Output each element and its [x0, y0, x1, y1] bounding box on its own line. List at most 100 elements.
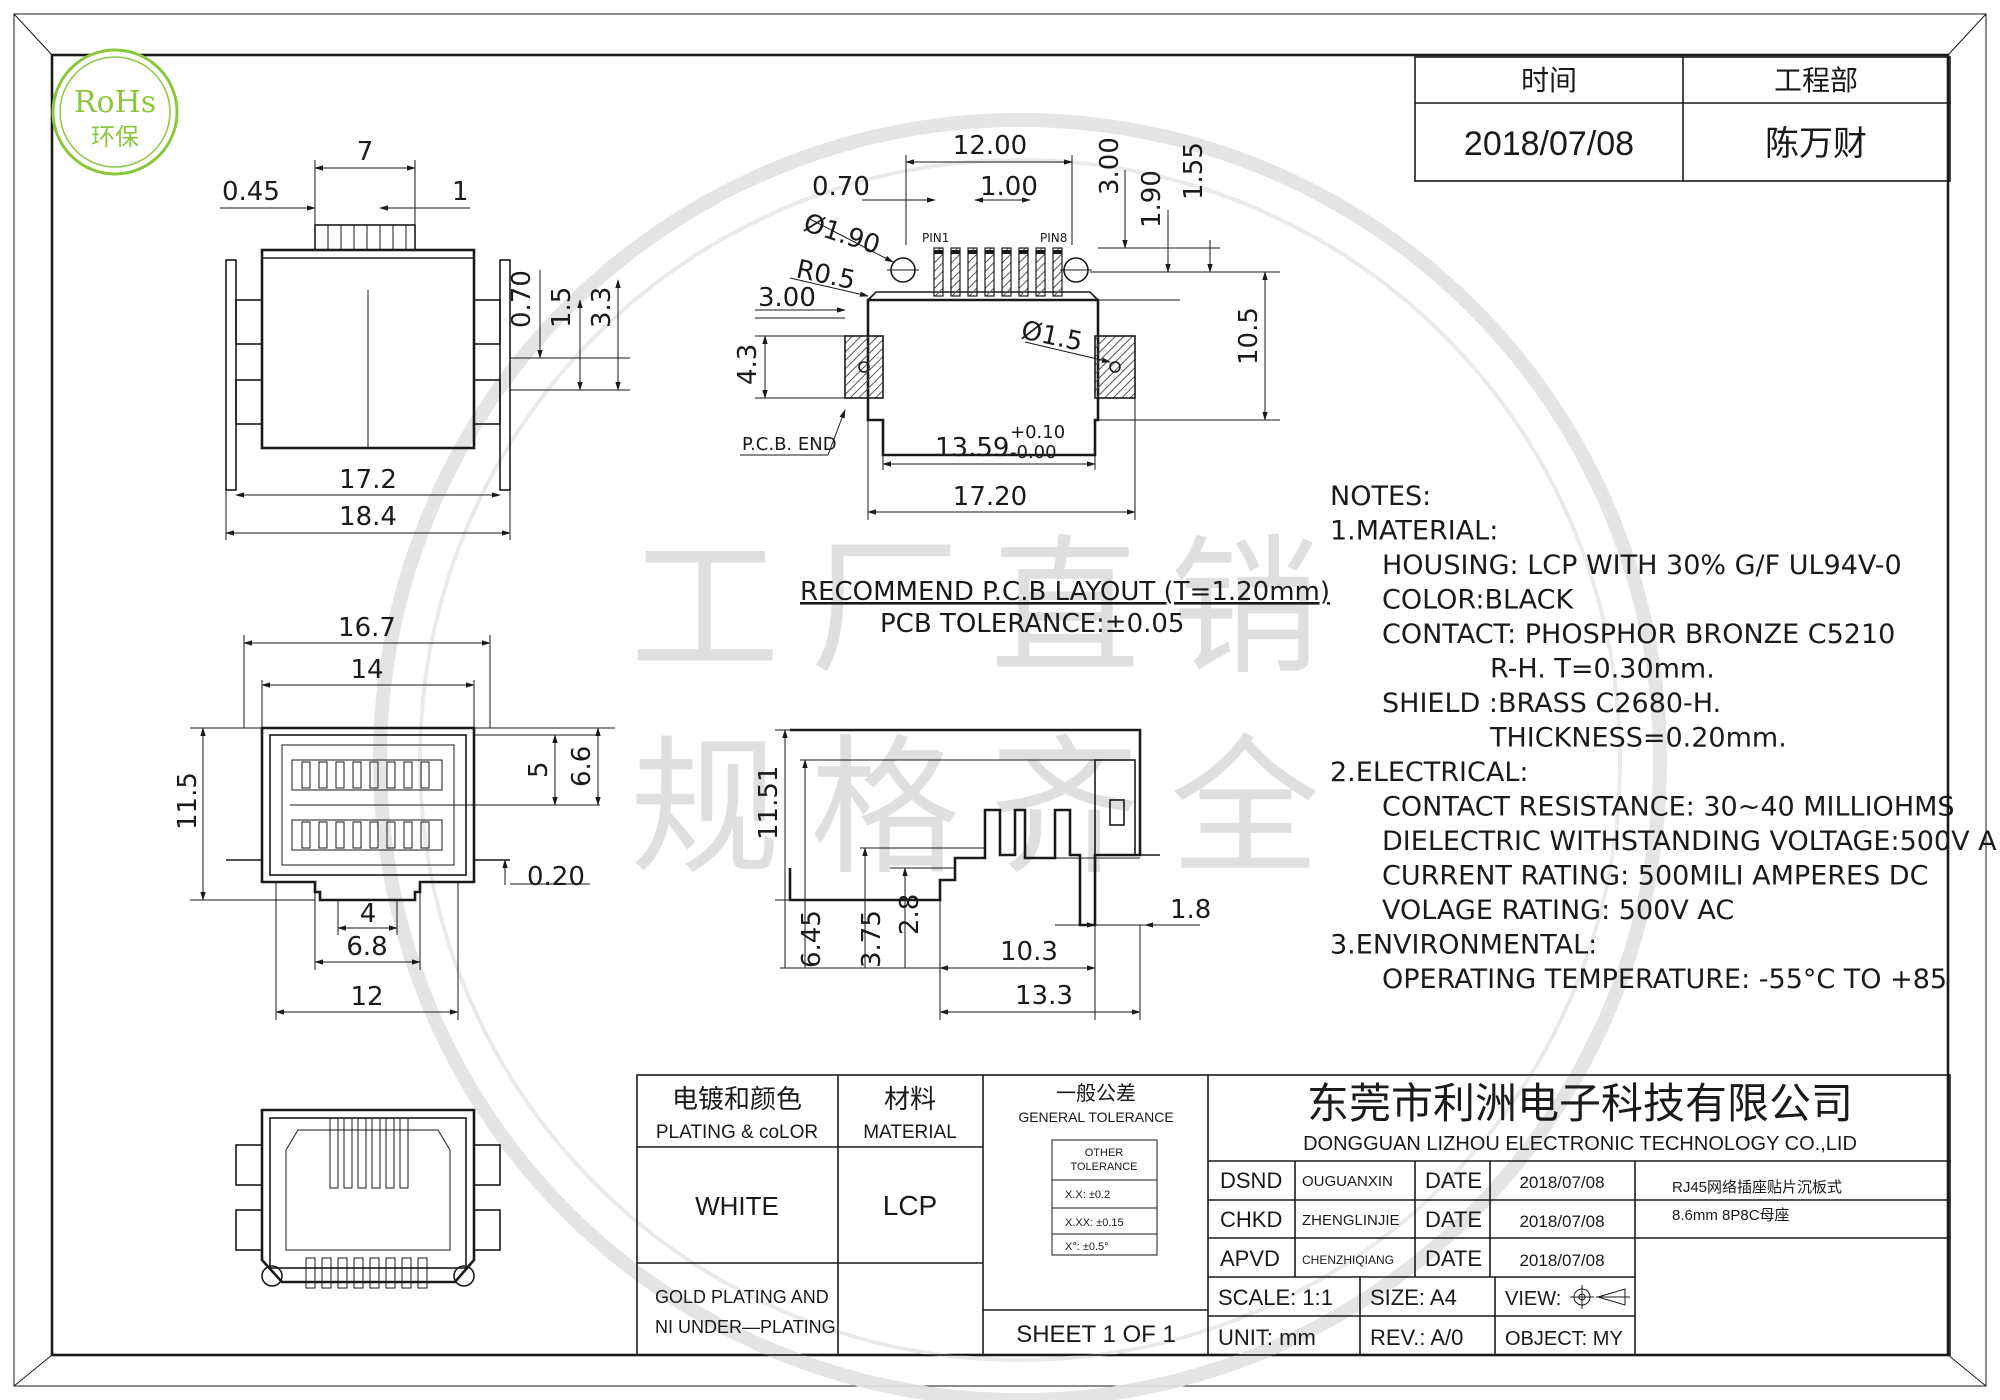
pcb-end-label: P.C.B. END [742, 434, 837, 455]
front-contact-slot [403, 821, 413, 849]
front-contact-slot [335, 761, 345, 789]
dim-pcb-v155: 1.55 [1179, 142, 1209, 200]
dim-front-115: 11.5 [173, 772, 203, 830]
dim-top-7: 7 [357, 137, 374, 167]
front-contact-slot [318, 821, 328, 849]
header-time-label: 时间 [1521, 65, 1577, 96]
dim-pcb-v190: 1.90 [1137, 170, 1167, 228]
tb-role: DSND [1220, 1168, 1282, 1193]
pcb-pad [1001, 247, 1012, 297]
dim-side-103: 10.3 [1000, 937, 1058, 967]
company-name-cn: 东莞市利洲电子科技有限公司 [1307, 1080, 1853, 1127]
pcb-pad [950, 247, 961, 297]
scale-value: SCALE: 1:1 [1218, 1285, 1333, 1310]
pcb-pad [984, 247, 995, 297]
header-date-value: 2018/07/08 [1464, 125, 1634, 163]
plating-note-1: GOLD PLATING AND [655, 1287, 829, 1307]
tol-xx: X.X: ±0.2 [1065, 1189, 1110, 1201]
rev-value: REV.: A/0 [1370, 1325, 1463, 1350]
pcb-tolerance: PCB TOLERANCE:±0.05 [880, 609, 1184, 639]
dim-pcb-tol-plus: +0.10 [1010, 422, 1065, 443]
pcb-pad-mark [934, 250, 943, 254]
bottom-contact [399, 1117, 409, 1189]
pcb-pad-mark [1019, 250, 1028, 254]
tb-role: APVD [1220, 1246, 1280, 1271]
plating-label-cn: 电镀和颜色 [672, 1084, 802, 1114]
dim-top-070: 0.70 [507, 270, 537, 328]
tb-name: CHENZHIQIANG [1302, 1253, 1394, 1267]
tb-date: 2018/07/08 [1519, 1212, 1604, 1231]
sheet-count: SHEET 1 OF 1 [1016, 1321, 1176, 1348]
front-contact-slot [301, 821, 311, 849]
bottom-contact [329, 1117, 339, 1189]
product-line-2: 8.6mm 8P8C母座 [1672, 1207, 1790, 1224]
dim-front-14: 14 [350, 655, 383, 685]
pcb-pad-mark [1053, 250, 1062, 254]
pcb-pad [933, 247, 944, 297]
size-value: SIZE: A4 [1370, 1285, 1457, 1310]
note-line: HOUSING: LCP WITH 30% G/F UL94V-0 [1382, 550, 1902, 581]
note-line: OPERATING TEMPERATURE: -55°C TO +85 [1382, 964, 1947, 995]
note-line: CONTACT RESISTANCE: 30~40 MILLIOHMS [1382, 792, 1955, 823]
projection-icon [1570, 1285, 1630, 1309]
rohs-text-cn: 环保 [91, 123, 139, 151]
bottom-pin [353, 1257, 364, 1289]
dim-side-28: 2.8 [895, 894, 925, 935]
front-contact-slot [318, 761, 328, 789]
material-value: LCP [883, 1190, 937, 1221]
dim-side-18: 1.8 [1170, 895, 1211, 925]
front-contact-slot [369, 761, 379, 789]
front-contact-slot [420, 761, 430, 789]
other-tol-2: TOLERANCE [1070, 1161, 1137, 1173]
pcb-pad-mark [968, 250, 977, 254]
dim-pcb-hole15: Ø1.5 [1019, 316, 1086, 358]
dim-pcb-1720: 17.20 [953, 482, 1027, 512]
bottom-pin [369, 1257, 380, 1289]
tol-xxx: X.XX: ±0.15 [1065, 1217, 1124, 1229]
bottom-pin [337, 1257, 348, 1289]
dim-front-5: 5 [524, 761, 554, 778]
bottom-pin [321, 1257, 332, 1289]
dim-front-66: 6.6 [567, 746, 597, 787]
pcb-pad [1018, 247, 1029, 297]
dim-front-12: 12 [350, 982, 383, 1012]
bottom-view [235, 1108, 501, 1289]
rohs-text: RoHs [74, 85, 156, 120]
dim-pcb-300: 3.00 [758, 283, 816, 313]
tb-date-label: DATE [1425, 1207, 1482, 1232]
pcb-pad-mark [951, 250, 960, 254]
dim-top-184: 18.4 [339, 502, 397, 532]
material-label-en: MATERIAL [863, 1122, 957, 1143]
svg-text:规格齐全: 规格齐全 [630, 722, 1350, 896]
note-line: 1.MATERIAL: [1330, 516, 1498, 547]
bottom-contact [357, 1117, 367, 1189]
bottom-contact [343, 1117, 353, 1189]
header-dept-label: 工程部 [1774, 65, 1858, 96]
pcb-pad [1052, 247, 1063, 297]
front-contact-slot [335, 821, 345, 849]
front-contact-slot [301, 761, 311, 789]
dim-top-1: 1 [452, 177, 469, 207]
tol-angle: X°: ±0.5° [1065, 1241, 1109, 1253]
note-line: COLOR:BLACK [1382, 585, 1574, 616]
tb-date-label: DATE [1425, 1246, 1482, 1271]
object-value: OBJECT: MY [1505, 1328, 1623, 1350]
note-line: 3.ENVIRONMENTAL: [1330, 930, 1597, 961]
dim-pcb-070: 0.70 [812, 172, 870, 202]
front-contact-slot [352, 761, 362, 789]
material-label-cn: 材料 [884, 1084, 936, 1114]
unit-value: UNIT: mm [1218, 1325, 1316, 1350]
watermark-seal: 工厂直销 规格齐全 [373, 113, 1667, 1400]
tb-date-label: DATE [1425, 1168, 1482, 1193]
pcb-pad [1035, 247, 1046, 297]
dim-top-15: 1.5 [547, 287, 577, 328]
note-line: DIELECTRIC WITHSTANDING VOLTAGE:500V A [1382, 826, 1997, 857]
pin1-label: PIN1 [922, 231, 949, 245]
dim-top-172: 17.2 [339, 465, 397, 495]
bottom-contact [371, 1117, 381, 1189]
note-line: CURRENT RATING: 500MILI AMPERES DC [1382, 861, 1928, 892]
dim-pcb-hole190: Ø1.90 [800, 208, 884, 261]
product-line-1: RJ45网络插座贴片沉板式 [1672, 1178, 1842, 1196]
dim-pcb-43: 4.3 [733, 344, 763, 385]
